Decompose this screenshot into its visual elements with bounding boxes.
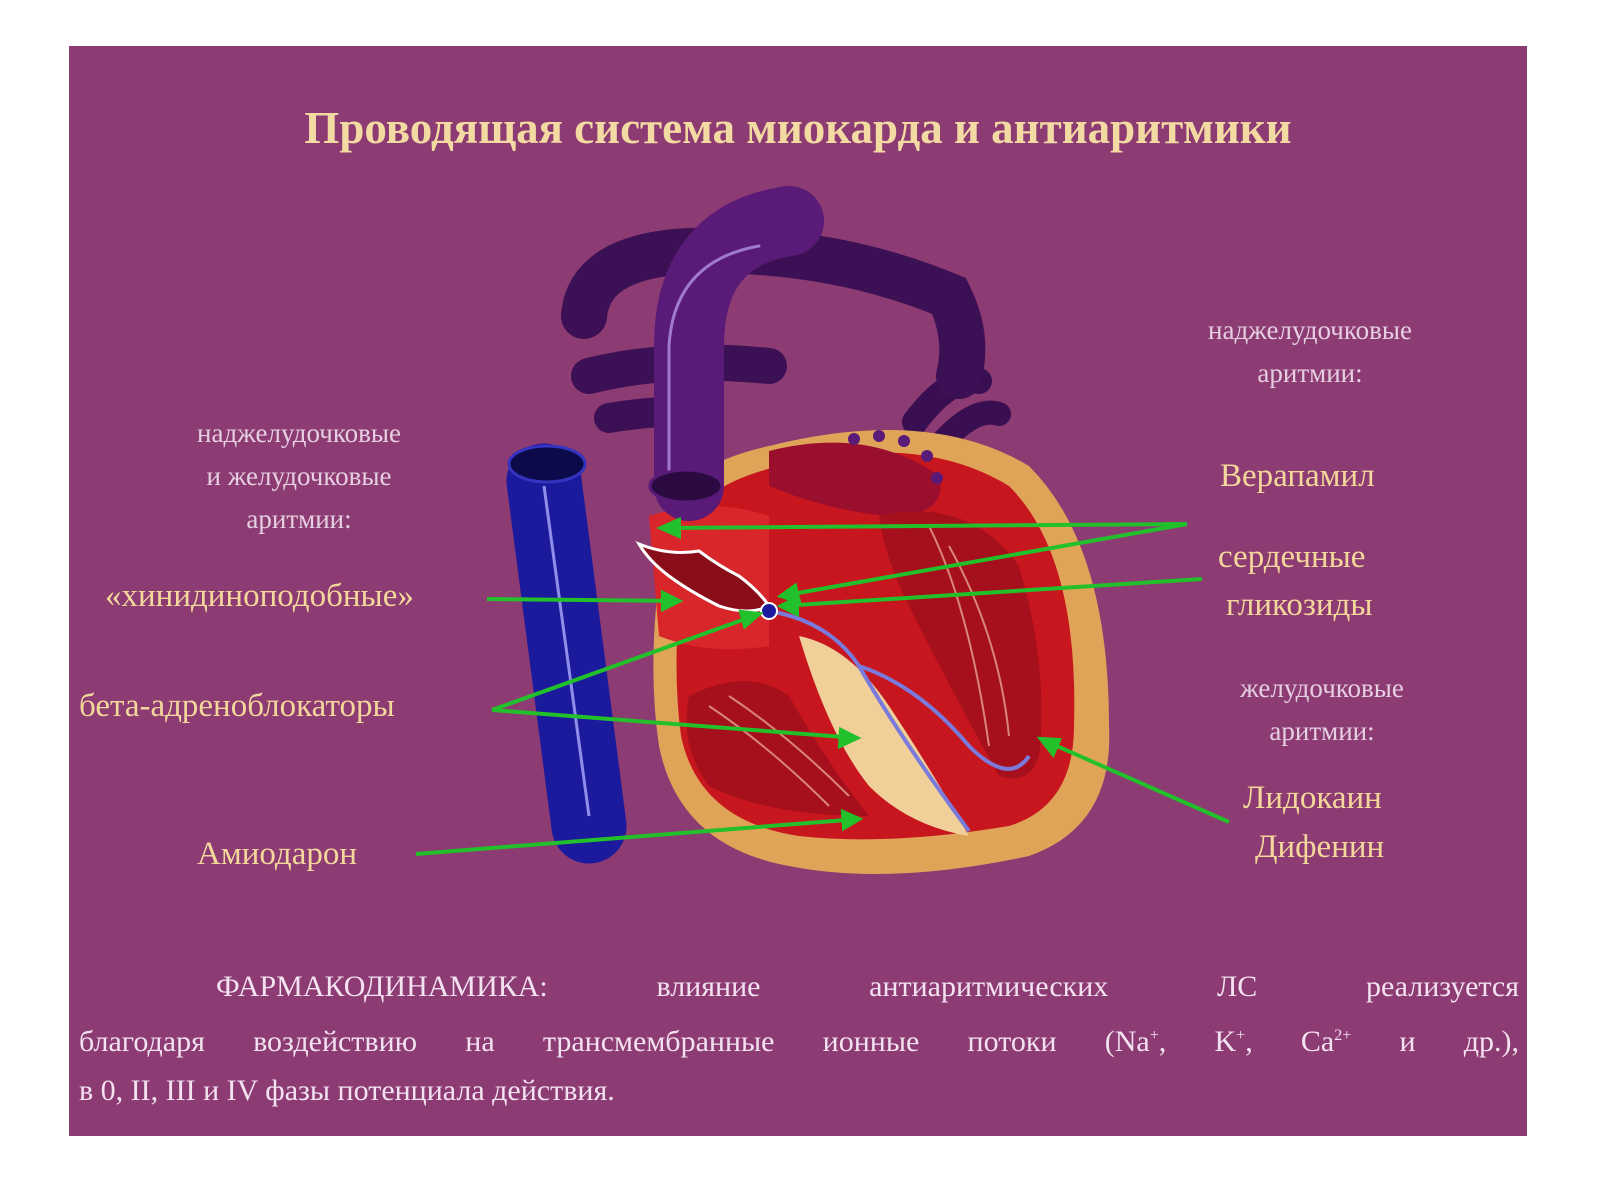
label-glycosides-line-1: сердечные (1218, 539, 1366, 575)
vena-cava (506, 443, 627, 864)
pulmonary-artery (561, 227, 986, 433)
label-lidocaine: Лидокаин (1243, 780, 1382, 816)
footer-line-1: ФАРМАКОДИНАМИКА: влияние антиаритмически… (216, 970, 1520, 1003)
footer-lead: ФАРМАКОДИНАМИКА: (216, 970, 548, 1003)
slide: Проводящая система миокарда и антиаритми… (69, 46, 1527, 1136)
his-bundle (768, 609, 1031, 833)
interventricular-septum (799, 636, 969, 836)
arrows (415, 516, 1230, 856)
page-title: Проводящая система миокарда и антиаритми… (304, 103, 1292, 153)
right-ventricular-line-2: аритмии: (1269, 716, 1375, 746)
label-amiodarone: Амиодарон (197, 836, 358, 872)
label-verapamil: Верапамил (1220, 458, 1375, 494)
label-beta-blockers: бета-адреноблокаторы (79, 688, 395, 724)
left-category-line-3: аритмии: (246, 504, 352, 534)
right-ventricular-line-1: желудочковые (1240, 673, 1404, 703)
left-category-line-1: наджелудочковые (197, 418, 401, 448)
heart-illustration (415, 186, 1230, 874)
label-quinidine-like: «хинидиноподобные» (105, 578, 414, 614)
right-supraventricular-line-2: аритмии: (1257, 358, 1363, 388)
right-supraventricular-line-1: наджелудочковые (1208, 315, 1412, 345)
label-glycosides-line-2: гликозиды (1226, 587, 1373, 623)
av-node (760, 602, 778, 620)
footer-line-3: в 0, II, III и IV фазы потенциала действ… (79, 1074, 615, 1107)
left-category-line-2: и желудочковые (206, 461, 392, 491)
footer-line-2: благодаря воздействию на трансмембранные… (79, 1025, 1520, 1058)
pharmacodynamics-paragraph: ФАРМАКОДИНАМИКА: влияние антиаритмически… (79, 962, 1519, 1115)
aorta (648, 186, 824, 521)
label-diphenin: Дифенин (1255, 829, 1385, 865)
